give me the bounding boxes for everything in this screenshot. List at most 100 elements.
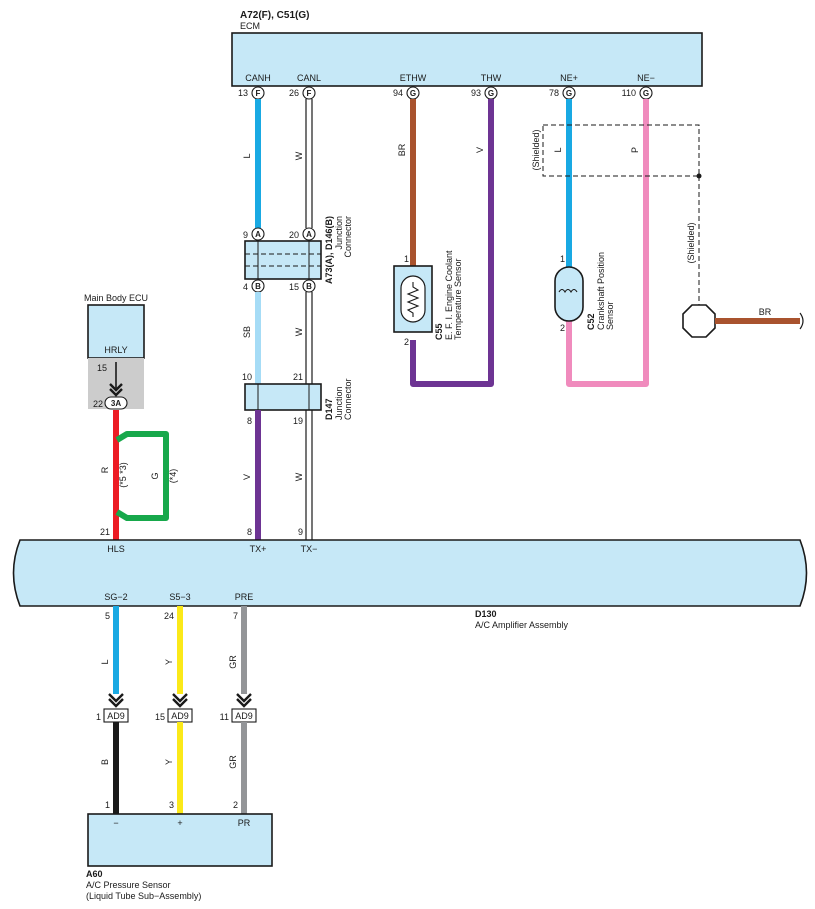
a60-code: A60	[86, 869, 103, 879]
ad9-pin: 1	[96, 712, 101, 722]
d130-pin-9: 9	[298, 527, 303, 537]
c55-code: C55	[434, 323, 444, 340]
d130-terminal-pre: PRE	[235, 592, 254, 602]
junction2-name: Junction	[334, 386, 344, 420]
connector-3a-marker	[104, 396, 128, 410]
arrow-down-icon	[109, 383, 123, 392]
ecm-terminal-canh: CANH	[245, 73, 271, 83]
ecm-pin-78: 78	[549, 88, 559, 98]
wire-label-y: Y	[164, 659, 174, 665]
connector-a-marker	[251, 227, 265, 241]
d130-pin-8: 8	[247, 527, 252, 537]
connector-a-marker	[302, 227, 316, 241]
a60-terminal: PR	[238, 818, 251, 828]
ecm-pin-94: 94	[393, 88, 403, 98]
c52-code: C52	[586, 313, 596, 330]
c55-pin: 1	[404, 254, 409, 264]
ad9-pin: 11	[220, 712, 229, 722]
ground-point-icon	[682, 304, 716, 338]
thermistor-resistor-icon	[406, 282, 420, 317]
ecm-pin-13: 13	[238, 88, 248, 98]
ecm-terminal-thw: THW	[481, 73, 502, 83]
ecm-terminal-canl: CANL	[297, 73, 321, 83]
wire-label-br: BR	[759, 307, 772, 317]
main-body-ecu-terminal: HRLY	[104, 345, 127, 355]
wire-break-icon	[799, 312, 804, 330]
d130-terminal-tx-minus: TX−	[301, 544, 318, 554]
main-body-ecu-conn-pin: 22	[93, 399, 103, 409]
wire-label-gr: GR	[228, 655, 238, 669]
arrow-down-icon	[172, 693, 188, 703]
junction2-pin: 21	[293, 372, 303, 382]
d130-name: A/C Amplifier Assembly	[475, 620, 569, 630]
d130-box	[12, 539, 808, 607]
ad9-label: AD9	[171, 711, 189, 721]
wire-label-w: W	[294, 327, 304, 336]
wire-thw-v	[410, 99, 494, 387]
junction1-name: Connector	[343, 216, 353, 258]
ecm-pin-conn: G	[643, 89, 649, 98]
ecm-pin-conn: G	[566, 89, 572, 98]
arrow-down-icon	[108, 698, 124, 708]
junction1-pin: 4	[243, 282, 248, 292]
shield-drain-label: (Shielded)	[686, 222, 696, 263]
wire-label-r: R	[100, 466, 110, 473]
d130-terminal-s53: S5−3	[169, 592, 190, 602]
wire-label-p: P	[630, 147, 640, 153]
junction1-name: Junction	[334, 216, 344, 250]
ecm-pin-110: 110	[622, 88, 636, 98]
shield-label: (Shielded)	[531, 129, 541, 170]
a60-terminal: +	[177, 818, 182, 828]
ecm-code: A72(F), C51(G)	[240, 10, 309, 21]
junction1-conn: B	[306, 282, 312, 291]
wire-label-g: G	[150, 472, 160, 479]
d130-pin-21: 21	[100, 527, 110, 537]
a60-box	[87, 813, 273, 867]
ecm-box	[231, 32, 703, 87]
wire-label-v: V	[242, 474, 252, 480]
wire-ne-minus-p	[566, 99, 649, 387]
d130-terminal-sg2: SG−2	[104, 592, 127, 602]
d130-terminal-tx-plus: TX+	[250, 544, 267, 554]
c55-name: Temperature Sensor	[453, 258, 463, 340]
main-body-ecu-box	[87, 304, 145, 359]
shield-boundary	[542, 124, 700, 177]
shield-junction-dot	[696, 173, 702, 179]
d130-code: D130	[475, 609, 497, 619]
ad9-label: AD9	[235, 711, 253, 721]
connector-f-marker	[302, 86, 316, 100]
junction1-conn: B	[255, 282, 261, 291]
junction1-pin: 9	[243, 230, 248, 240]
ecm-name: ECM	[240, 21, 260, 31]
junction2-pin: 19	[293, 416, 303, 426]
ecm-pin-93: 93	[471, 88, 481, 98]
junction1-code: A73(A), D146(B)	[324, 216, 334, 284]
wire-label-sb: SB	[242, 326, 252, 338]
ecm-pin-conn: G	[488, 89, 494, 98]
wire-hls-g	[115, 431, 169, 521]
wire-label-gr: GR	[228, 755, 238, 769]
c52-name: Crankshaft Position	[596, 252, 606, 330]
a60-name: A/C Pressure Sensor	[86, 880, 171, 890]
ecm-terminal-ne-minus: NE−	[637, 73, 655, 83]
a60-name: (Liquid Tube Sub−Assembly)	[86, 891, 201, 901]
c52-name: Sensor	[605, 301, 615, 330]
junction1-box	[244, 240, 322, 280]
main-body-ecu-conn: 3A	[111, 399, 121, 408]
c52-sensor-body	[554, 266, 584, 322]
coil-icon	[558, 288, 578, 294]
wire-note-g: (*4)	[168, 469, 178, 484]
ecm-pin-conn: F	[307, 89, 312, 98]
d130-pin-7: 7	[233, 611, 238, 621]
junction2-box	[244, 383, 322, 411]
wire-label-w: W	[294, 472, 304, 481]
arrow-down-icon	[172, 698, 188, 708]
a60-pin: 2	[233, 800, 238, 810]
junction2-name: Connector	[343, 378, 353, 420]
a60-pin: 1	[105, 800, 110, 810]
ad9-pin: 15	[155, 712, 165, 722]
wire-label-l: L	[553, 147, 563, 152]
ecm-pin-26: 26	[289, 88, 299, 98]
a60-pin: 3	[169, 800, 174, 810]
